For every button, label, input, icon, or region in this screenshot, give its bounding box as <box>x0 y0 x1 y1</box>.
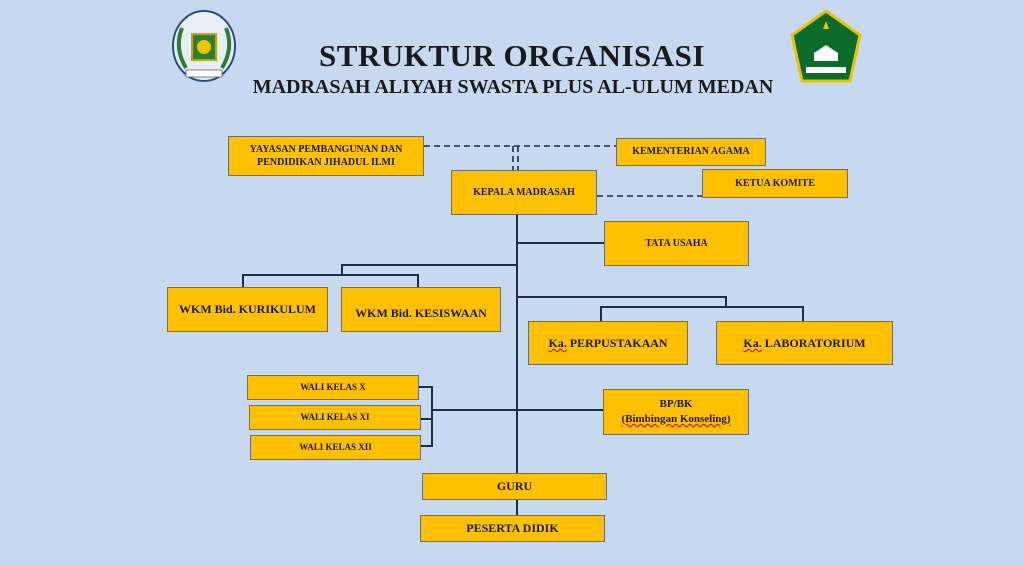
school-logo <box>172 10 236 82</box>
node-ka-perpustakaan: Ka. PERPUSTAKAAN <box>528 321 688 365</box>
node-ka-laboratorium: Ka. LABORATORIUM <box>716 321 893 365</box>
node-label: WALI KELAS XII <box>299 442 372 453</box>
page-title: STRUKTUR ORGANISASI <box>319 38 705 73</box>
node-ketua-komite: KETUA KOMITE <box>702 169 848 198</box>
node-label: KEPALA MADRASAH <box>473 186 575 198</box>
node-label: PESERTA DIDIK <box>466 521 559 536</box>
node-tata-usaha: TATA USAHA <box>604 221 749 266</box>
node-wali-kelas-x: WALI KELAS X <box>247 375 419 400</box>
node-label: WALI KELAS X <box>300 382 366 393</box>
node-yayasan: YAYASAN PEMBANGUNAN DAN PENDIDIKAN JIHAD… <box>228 136 424 176</box>
node-label-prefix: Ka. <box>548 335 567 350</box>
node-wkm-kurikulum: WKM Bid. KURIKULUM <box>167 287 328 332</box>
node-peserta-didik: PESERTA DIDIK <box>420 515 605 542</box>
node-kepala-madrasah: KEPALA MADRASAH <box>451 170 597 215</box>
node-bp-bk: BP/BK (Bimbingan Konseling) <box>603 389 749 435</box>
node-label: KETUA KOMITE <box>735 177 815 189</box>
node-label: BP/BK <box>659 398 693 411</box>
node-label: TATA USAHA <box>645 237 708 249</box>
node-guru: GURU <box>422 473 607 500</box>
node-label: WKM Bid. KURIKULUM <box>178 302 316 317</box>
node-label: GURU <box>496 479 533 494</box>
node-label: WKM Bid. KESISWAAN <box>355 306 487 321</box>
node-label: LABORATORIUM <box>761 335 866 350</box>
node-label: YAYASAN PEMBANGUNAN DAN PENDIDIKAN JIHAD… <box>249 143 403 169</box>
node-label: PERPUSTAKAAN <box>566 335 668 350</box>
ministry-logo <box>790 9 862 83</box>
page-subtitle: MADRASAH ALIYAH SWASTA PLUS AL-ULUM MEDA… <box>252 76 774 98</box>
node-wali-kelas-xii: WALI KELAS XII <box>250 435 421 460</box>
node-label-prefix: Ka. <box>743 335 762 350</box>
node-label: KEMENTERIAN AGAMA <box>632 146 750 158</box>
node-kementerian-agama: KEMENTERIAN AGAMA <box>616 138 766 166</box>
node-sublabel: (Bimbingan Konseling) <box>621 413 731 425</box>
node-wali-kelas-xi: WALI KELAS XI <box>249 405 421 430</box>
node-wkm-kesiswaan: WKM Bid. KESISWAAN <box>341 287 501 332</box>
node-label: WALI KELAS XI <box>300 412 370 423</box>
